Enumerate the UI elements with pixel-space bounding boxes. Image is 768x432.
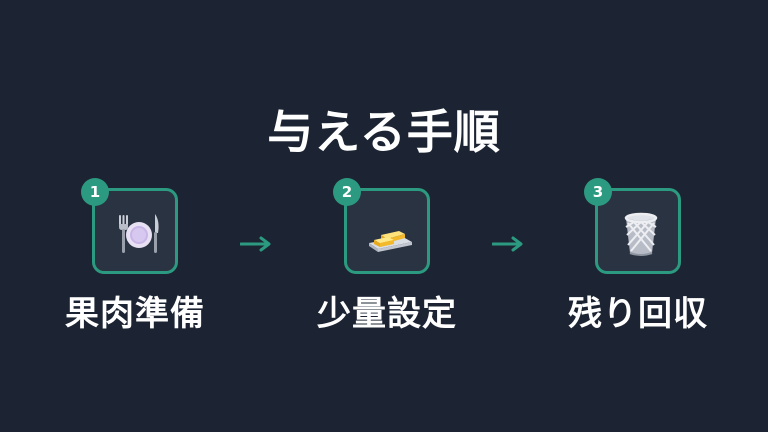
butter-icon: [369, 231, 412, 252]
step-label: 少量設定: [317, 294, 457, 334]
arrow-right-icon: [492, 236, 523, 252]
arrow-right-icon: [240, 236, 271, 252]
step-icon-card: [595, 188, 681, 274]
step-number-badge: 2: [333, 178, 361, 206]
step-number-badge: 3: [584, 178, 612, 206]
step-number-badge: 1: [81, 178, 109, 206]
step-icon-card: [92, 188, 178, 274]
step-label: 残り回収: [568, 294, 708, 334]
plate-cutlery-icon: [119, 214, 159, 253]
page-title: 与える手順: [267, 105, 501, 159]
wastebasket-icon: [624, 212, 658, 256]
step-label: 果肉準備: [65, 294, 205, 334]
step-icon-card: [344, 188, 430, 274]
